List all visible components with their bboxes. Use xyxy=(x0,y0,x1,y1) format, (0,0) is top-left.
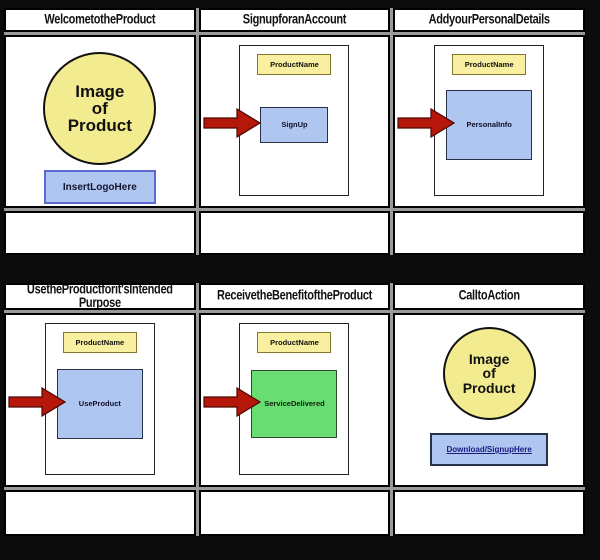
download-signup-link[interactable]: Download/SignupHere xyxy=(446,445,532,454)
panel-2-description-cell xyxy=(198,211,391,255)
panel-1-image-cell: Image of Product InsertLogoHere xyxy=(4,35,196,208)
panel-6-description-cell xyxy=(393,490,585,536)
panel-4-title-cell: UsetheProductforit'sIntended Purpose xyxy=(4,283,196,310)
service-delivered-box: ServiceDelivered xyxy=(251,369,338,438)
panel-2-title: SignupforanAccount xyxy=(242,12,347,27)
download-signup-link-box[interactable]: Download/SignupHere xyxy=(430,433,549,466)
website-mockup: ProductName PersonalInfo xyxy=(434,45,545,196)
panel-5-title-cell: ReceivetheBenefitoftheProduct xyxy=(198,283,391,310)
red-arrow-icon xyxy=(397,108,456,139)
website-mockup: ProductName SignUp xyxy=(239,45,350,196)
panel-4-title: UsetheProductforit'sIntended Purpose xyxy=(26,283,173,310)
panel-1-description-cell xyxy=(4,211,196,255)
panel-5-title: ReceivetheBenefitoftheProduct xyxy=(216,288,373,304)
panel-3-title-cell: AddyourPersonalDetails xyxy=(393,8,585,32)
storyboard: WelcometotheProduct SignupforanAccount A… xyxy=(4,8,585,536)
website-mockup: ProductName ServiceDelivered xyxy=(239,323,350,475)
panel-5-description-cell xyxy=(198,490,391,536)
use-product-box[interactable]: UseProduct xyxy=(56,368,143,439)
panel-5-image-cell: ProductName ServiceDelivered xyxy=(198,313,391,487)
red-arrow-icon xyxy=(203,108,261,139)
panel-4-image-cell: ProductName UseProduct xyxy=(4,313,196,487)
panel-3-title: AddyourPersonalDetails xyxy=(428,12,550,27)
product-name-header: ProductName xyxy=(62,332,137,353)
panel-2-image-cell: ProductName SignUp xyxy=(198,35,391,208)
product-name-header: ProductName xyxy=(257,332,332,353)
panel-1-title-cell: WelcometotheProduct xyxy=(4,8,196,32)
red-arrow-icon xyxy=(203,386,261,417)
panel-6-image-cell: Image of Product Download/SignupHere xyxy=(393,313,585,487)
panel-6-title-cell: CalltoAction xyxy=(393,283,585,310)
website-mockup: ProductName UseProduct xyxy=(44,323,155,475)
panel-6-title: CalltoAction xyxy=(458,288,520,304)
product-image-text: Image of Product xyxy=(67,81,132,136)
personal-info-box[interactable]: PersonalInfo xyxy=(446,89,533,160)
panel-1-title: WelcometotheProduct xyxy=(44,12,156,27)
panel-4-description-cell xyxy=(4,490,196,536)
signup-button-box[interactable]: SignUp xyxy=(260,106,329,143)
product-image-text: Image of Product xyxy=(462,351,516,396)
storyboard-row-2: UsetheProductforit'sIntended Purpose Rec… xyxy=(4,283,585,536)
panel-3-description-cell xyxy=(393,211,585,255)
insert-logo-box[interactable]: InsertLogoHere xyxy=(43,170,156,204)
product-image-circle: Image of Product xyxy=(442,327,536,420)
cta-scene: Image of Product Download/SignupHere xyxy=(395,315,583,485)
panel-2-title-cell: SignupforanAccount xyxy=(198,8,391,32)
insert-logo-label: InsertLogoHere xyxy=(62,181,137,193)
product-name-header: ProductName xyxy=(257,54,332,75)
panel-3-image-cell: ProductName PersonalInfo xyxy=(393,35,585,208)
product-name-header: ProductName xyxy=(452,54,527,75)
welcome-scene: Image of Product InsertLogoHere xyxy=(6,37,194,206)
storyboard-row-1: WelcometotheProduct SignupforanAccount A… xyxy=(4,8,585,255)
product-image-circle: Image of Product xyxy=(43,52,157,165)
red-arrow-icon xyxy=(8,386,66,417)
